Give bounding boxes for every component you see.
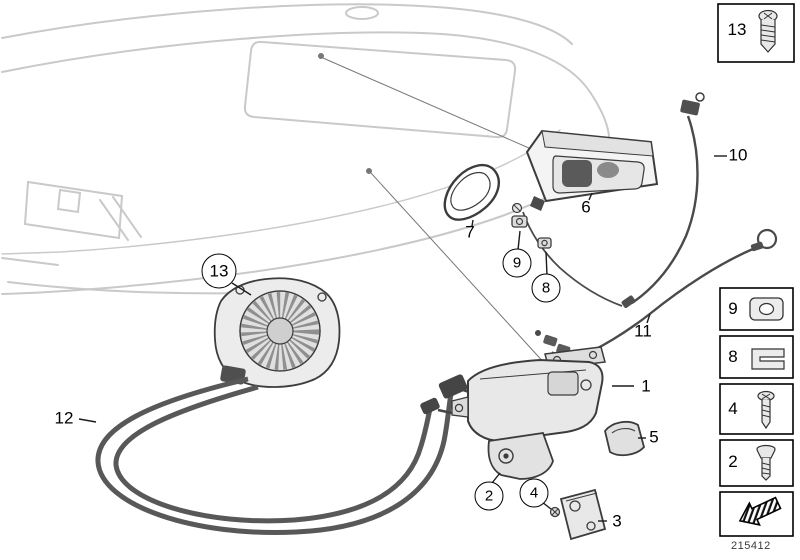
direction-arrow-icon [738, 496, 782, 526]
legend-13-label[interactable]: 13 [727, 20, 747, 39]
callout-7-gasket[interactable]: 7 [465, 222, 475, 242]
callout-6-handle[interactable]: 6 [581, 197, 591, 217]
trunk-handle-unit-drawing [511, 129, 659, 214]
cable-set-drawing [95, 374, 481, 536]
handle-gasket-drawing [443, 163, 500, 221]
callout-leader-lines [78, 155, 727, 522]
callout-10-cable[interactable]: 10 [728, 145, 748, 165]
side-bracket-drawing [604, 420, 645, 457]
upper-cable-drawing [522, 92, 705, 308]
screw-icon [758, 9, 778, 53]
callout-11-cable[interactable]: 11 [634, 321, 652, 341]
clip-grommet-drawing [511, 215, 552, 249]
callout-13-circled[interactable]: 13 [201, 253, 237, 289]
callout-3-bracket[interactable]: 3 [612, 511, 622, 531]
locator-leader-lines [318, 53, 548, 367]
pan-head-screw-icon [757, 390, 775, 430]
callout-2-circled[interactable]: 2 [474, 481, 504, 511]
car-trunk-outline [1, 3, 611, 295]
callout-5-bracket[interactable]: 5 [649, 427, 659, 447]
callout-12-cable-set[interactable]: 12 [54, 408, 74, 428]
callout-4-circled[interactable]: 4 [519, 478, 549, 508]
drawing-number: 215412 [731, 540, 771, 552]
trunk-lock-drawing [451, 346, 606, 480]
countersunk-screw-icon [756, 444, 776, 481]
speed-nut-icon [749, 297, 784, 321]
lower-bracket-drawing [549, 488, 607, 541]
legend-8-label[interactable]: 8 [728, 347, 738, 366]
callout-9-circled[interactable]: 9 [502, 248, 532, 278]
lock-actuator-drawing [213, 277, 341, 388]
callout-8-circled[interactable]: 8 [531, 273, 561, 303]
legend-9-label[interactable]: 9 [728, 299, 738, 318]
legend-2-label[interactable]: 2 [728, 452, 738, 471]
clip-icon [751, 348, 785, 370]
callout-1-lock[interactable]: 1 [641, 376, 651, 396]
legend-4-label[interactable]: 4 [728, 399, 738, 418]
